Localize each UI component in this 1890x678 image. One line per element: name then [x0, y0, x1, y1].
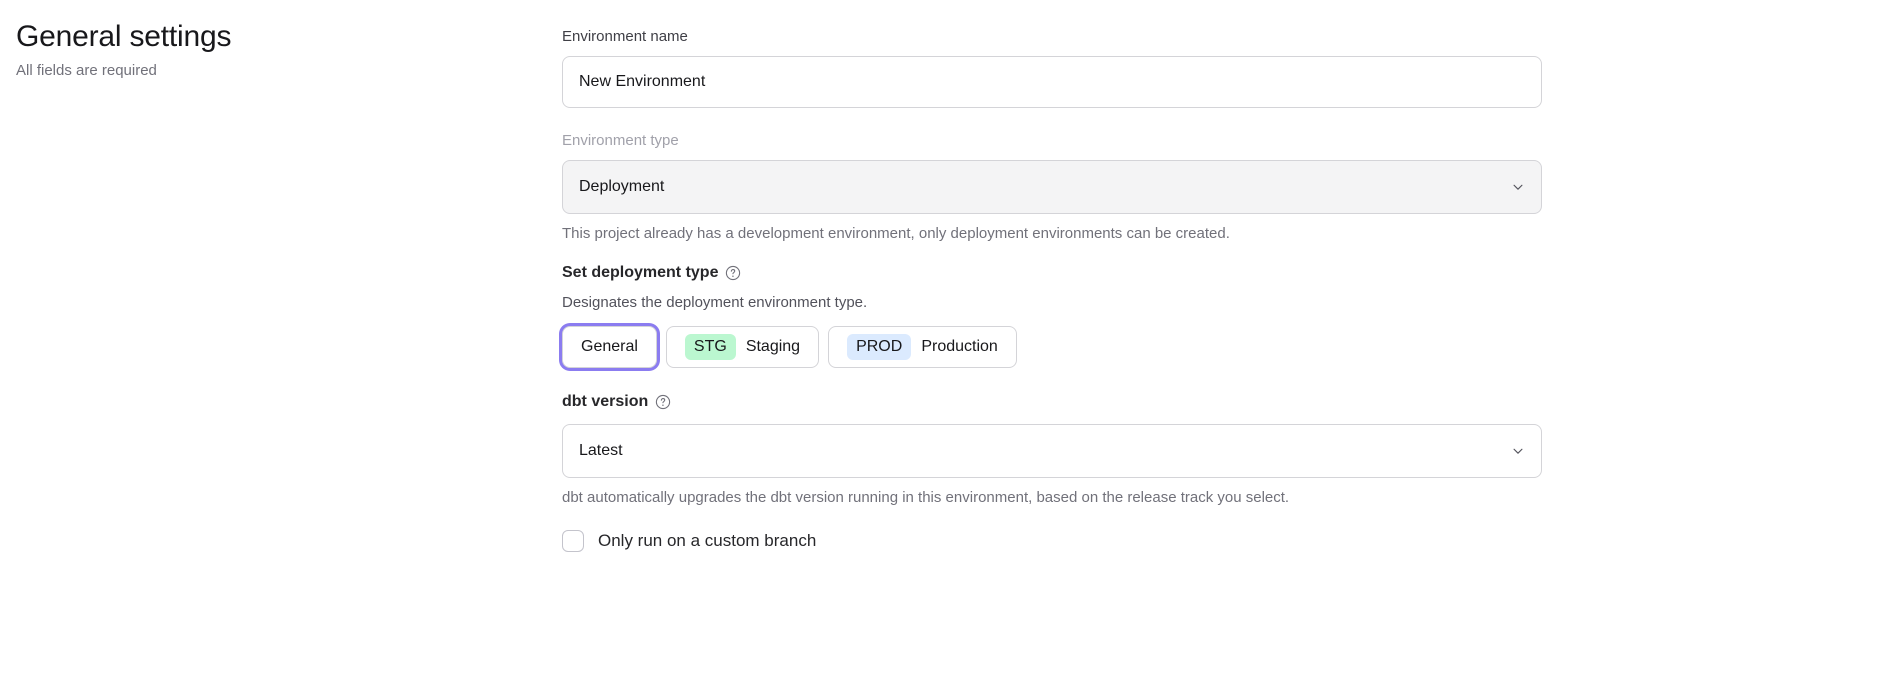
dbt-version-helper: dbt automatically upgrades the dbt versi…	[562, 489, 1290, 506]
dbt-version-select[interactable]: Latest	[562, 424, 1542, 478]
environment-name-field: Environment name New Environment	[562, 26, 1542, 108]
staging-badge: STG	[684, 334, 736, 360]
environment-type-field: Environment type Deployment This project…	[562, 130, 1542, 245]
help-circle-icon[interactable]	[655, 394, 671, 410]
custom-branch-checkbox[interactable]	[562, 530, 584, 552]
deployment-type-option-production-label: Production	[921, 338, 998, 355]
dbt-version-field: dbt version Latest dbt automatica	[562, 390, 1542, 509]
deployment-type-option-general-label: General	[581, 338, 638, 355]
deployment-type-title-row: Set deployment type	[562, 261, 1542, 285]
production-badge: PROD	[847, 334, 912, 360]
deployment-type-field: Set deployment type Designates the deplo…	[562, 261, 1542, 368]
dbt-version-value: Latest	[579, 442, 623, 459]
deployment-type-options: General STG Staging PROD Production	[562, 326, 1542, 368]
environment-name-value: New Environment	[579, 73, 706, 90]
environment-name-label: Environment name	[562, 28, 688, 45]
dbt-version-label: dbt version	[562, 393, 649, 410]
chevron-down-icon	[1511, 180, 1525, 194]
environment-type-value: Deployment	[579, 178, 665, 195]
deployment-type-title: Set deployment type	[562, 264, 719, 281]
page-subtitle: All fields are required	[16, 62, 157, 79]
custom-branch-row: Only run on a custom branch	[562, 529, 1542, 553]
environment-type-select[interactable]: Deployment	[562, 160, 1542, 214]
dbt-version-title-row: dbt version	[562, 390, 1542, 414]
environment-name-input[interactable]: New Environment	[562, 56, 1542, 108]
help-circle-icon[interactable]	[725, 265, 741, 281]
deployment-type-option-staging[interactable]: STG Staging	[665, 326, 820, 368]
environment-type-helper: This project already has a development e…	[562, 225, 1230, 242]
deployment-type-option-production[interactable]: PROD Production	[828, 326, 1017, 368]
settings-form: Environment name New Environment Environ…	[562, 26, 1542, 553]
environment-type-label: Environment type	[562, 132, 679, 149]
deployment-type-option-staging-label: Staging	[745, 338, 801, 355]
chevron-down-icon	[1511, 444, 1525, 458]
custom-branch-label[interactable]: Only run on a custom branch	[598, 531, 817, 550]
settings-header: General settings All fields are required	[16, 18, 516, 82]
deployment-type-option-general[interactable]: General	[562, 326, 657, 368]
deployment-type-description: Designates the deployment environment ty…	[562, 294, 868, 311]
page-title: General settings	[16, 20, 232, 53]
